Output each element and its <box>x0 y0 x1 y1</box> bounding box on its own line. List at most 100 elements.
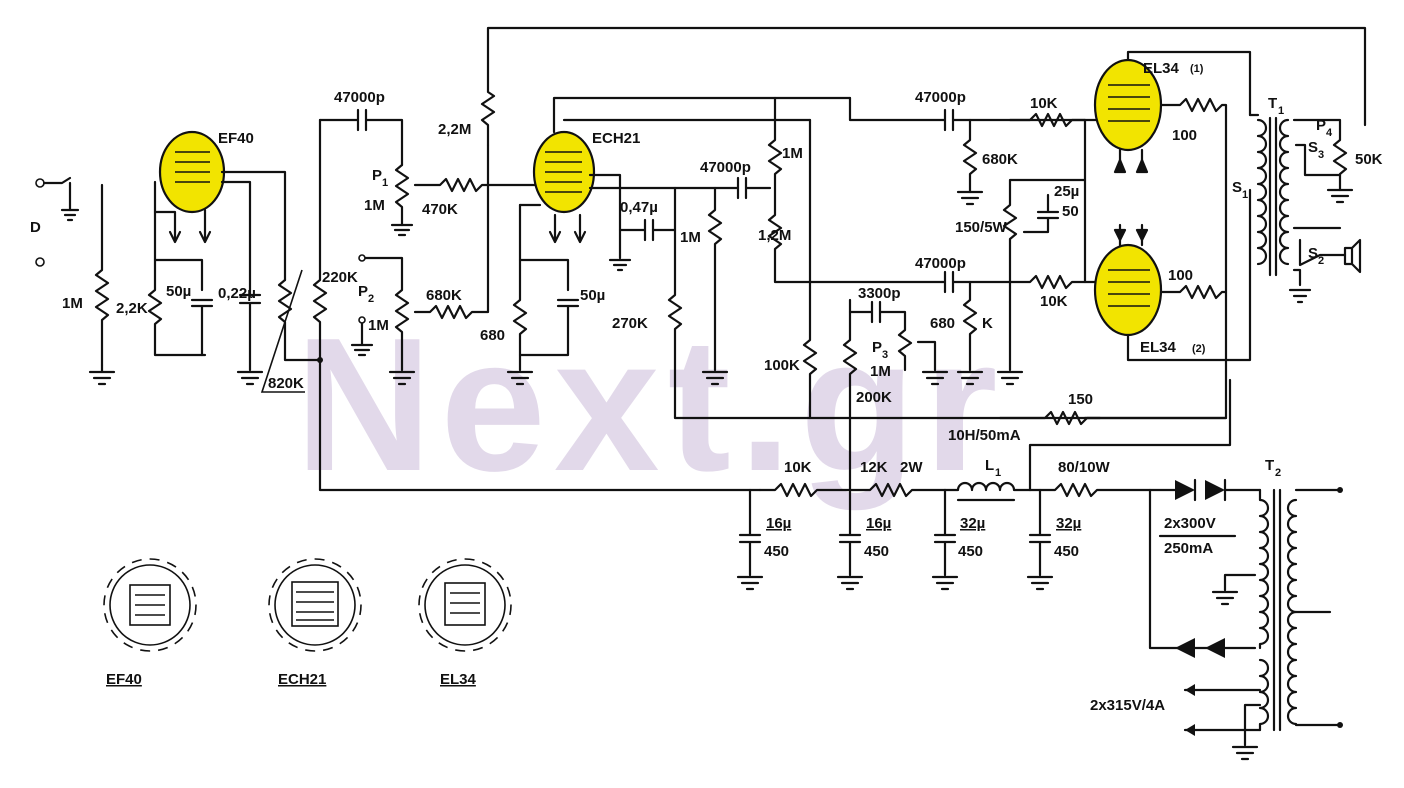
choke-l1 <box>943 481 1032 492</box>
label-c-16b: 16µ <box>866 515 891 532</box>
label-r-1m-a: 1M <box>680 229 701 246</box>
label-r-12k: 12K <box>860 459 888 476</box>
svg-text:450: 450 <box>764 543 789 560</box>
label-c-16a: 16µ <box>766 515 791 532</box>
label-r-220k: 220K <box>322 269 358 286</box>
label-t2: T <box>1265 457 1274 474</box>
label-s1: S <box>1232 179 1242 196</box>
label-s2: S <box>1308 245 1318 262</box>
label-s3: S <box>1308 139 1318 156</box>
label-r-150: 150 <box>1068 391 1093 408</box>
svg-text:4: 4 <box>1326 127 1333 139</box>
label-r-in: 1M <box>62 295 83 312</box>
label-r-680k-b: 680K <box>982 151 1018 168</box>
label-r-150-5w: 150/5W <box>955 219 1008 236</box>
t2-primary-coil <box>1286 498 1298 726</box>
svg-text:450: 450 <box>1054 543 1079 560</box>
label-el34-2: EL34 <box>1140 339 1177 356</box>
label-mains: 2x315V/4A <box>1090 697 1165 714</box>
label-p1: P <box>372 167 382 184</box>
label-c-32b: 32µ <box>1056 515 1081 532</box>
label-c-50u-b: 50µ <box>580 287 605 304</box>
filter-capacitors <box>736 488 1054 591</box>
t1-primary-coil <box>1256 118 1268 266</box>
svg-text:2: 2 <box>368 293 374 305</box>
label-ech21: ECH21 <box>592 130 640 147</box>
label-c-47000-a: 47000p <box>334 89 385 106</box>
label-r-10k-b: 10K <box>1040 293 1068 310</box>
label-p4: P <box>1316 117 1326 134</box>
label-r-100-b: 100 <box>1168 267 1193 284</box>
speaker-icon <box>1343 238 1362 274</box>
label-p2-val: 1M <box>368 317 389 334</box>
pinout-el34 <box>418 558 512 652</box>
label-r-680: 680 <box>480 327 505 344</box>
label-r-680k-a: 680K <box>426 287 462 304</box>
label-p2: P <box>358 283 368 300</box>
input-label: D <box>30 219 41 236</box>
svg-text:1: 1 <box>382 177 388 189</box>
label-p3: P <box>872 339 882 356</box>
label-c-25u: 25µ <box>1054 183 1079 200</box>
label-el34-1: EL34 <box>1143 60 1180 77</box>
svg-text:(2): (2) <box>1192 343 1206 355</box>
label-c-32a: 32µ <box>960 515 985 532</box>
label-c-47000-d: 47000p <box>915 255 966 272</box>
label-r-680-c: 680 <box>930 315 955 332</box>
t2-secondary-coil <box>1258 488 1270 650</box>
svg-text:1: 1 <box>1242 189 1248 201</box>
label-r-470k: 470K <box>422 201 458 218</box>
svg-text:450: 450 <box>958 543 983 560</box>
label-r-100-a: 100 <box>1172 127 1197 144</box>
svg-text:450: 450 <box>864 543 889 560</box>
svg-text:3: 3 <box>882 349 888 361</box>
label-r-80: 80/10W <box>1058 459 1111 476</box>
label-c-47000-c: 47000p <box>915 89 966 106</box>
input-jack <box>35 176 80 267</box>
rectifier-diodes <box>1148 478 1262 658</box>
ground-symbol <box>88 363 116 386</box>
label-r-200k: 200K <box>856 389 892 406</box>
label-r-k1: 2,2K <box>116 300 148 317</box>
label-ef40: EF40 <box>218 130 254 147</box>
label-rect-line2: 250mA <box>1164 540 1213 557</box>
label-c-47000-b: 47000p <box>700 159 751 176</box>
svg-text:(1): (1) <box>1190 63 1204 75</box>
label-c-50u-a: 50µ <box>166 283 191 300</box>
label-r-270k: 270K <box>612 315 648 332</box>
svg-text:1: 1 <box>1278 105 1284 117</box>
label-c-047: 0,47µ <box>620 199 658 216</box>
svg-text:2: 2 <box>1275 467 1281 479</box>
pinout-label-ech21: ECH21 <box>278 671 326 688</box>
label-rect-line1: 2x300V <box>1164 515 1216 532</box>
label-c-3300: 3300p <box>858 285 901 302</box>
label-r-10k-a: 10K <box>1030 95 1058 112</box>
label-r-2w: 2W <box>900 459 923 476</box>
label-p1-val: 1M <box>364 197 385 214</box>
t1-secondary-coil <box>1278 118 1290 266</box>
pinout-ech21 <box>268 558 362 652</box>
pinout-ef40 <box>103 558 197 652</box>
svg-text:50: 50 <box>1062 203 1079 220</box>
svg-text:3: 3 <box>1318 149 1324 161</box>
label-r-1m-b: 1M <box>782 145 803 162</box>
svg-text:1: 1 <box>995 467 1001 479</box>
watermark: Next.gr <box>295 299 1006 511</box>
label-r-12m: 1,2M <box>758 227 791 244</box>
svg-text:K: K <box>982 315 993 332</box>
pinout-label-ef40: EF40 <box>106 671 142 688</box>
tube-el34-2 <box>1093 243 1163 337</box>
resistor-1m-input <box>94 183 110 367</box>
label-r-100k: 100K <box>764 357 800 374</box>
label-r-22m: 2,2M <box>438 121 471 138</box>
label-choke-value: 10H/50mA <box>948 427 1021 444</box>
label-p3-val: 1M <box>870 363 891 380</box>
label-t1: T <box>1268 95 1277 112</box>
label-r-50k: 50K <box>1355 151 1383 168</box>
pinout-label-el34: EL34 <box>440 671 477 688</box>
label-r-820k: 820K <box>268 375 304 392</box>
svg-text:2: 2 <box>1318 255 1324 267</box>
label-l1: L <box>985 457 994 474</box>
